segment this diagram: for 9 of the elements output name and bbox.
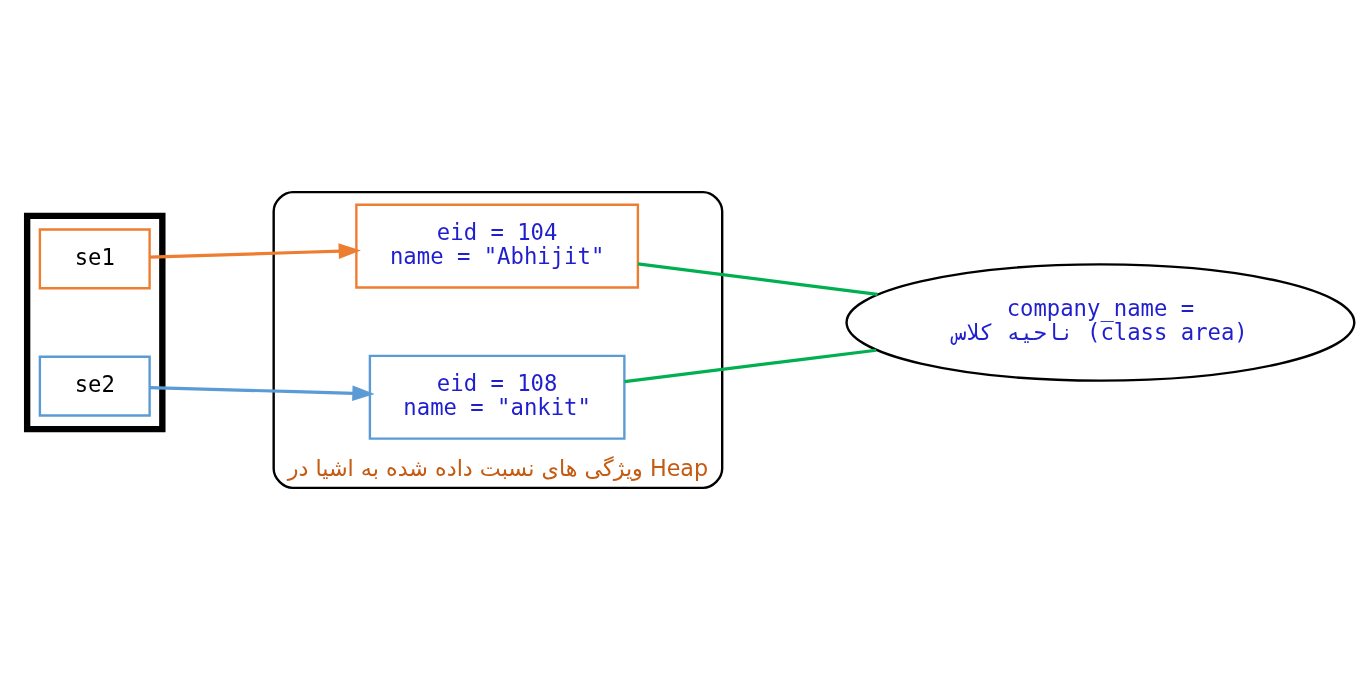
arrow <box>149 384 375 401</box>
cluster <box>23 212 166 432</box>
arrow <box>149 242 361 259</box>
node-box: eid = 104 name = "Abhijit" <box>355 203 640 289</box>
node-box: se2 <box>38 355 151 417</box>
node-box: se1 <box>38 227 151 289</box>
node-box: eid = 108 name = "ankit" <box>368 354 626 440</box>
connector <box>624 348 877 383</box>
connector <box>637 261 878 296</box>
